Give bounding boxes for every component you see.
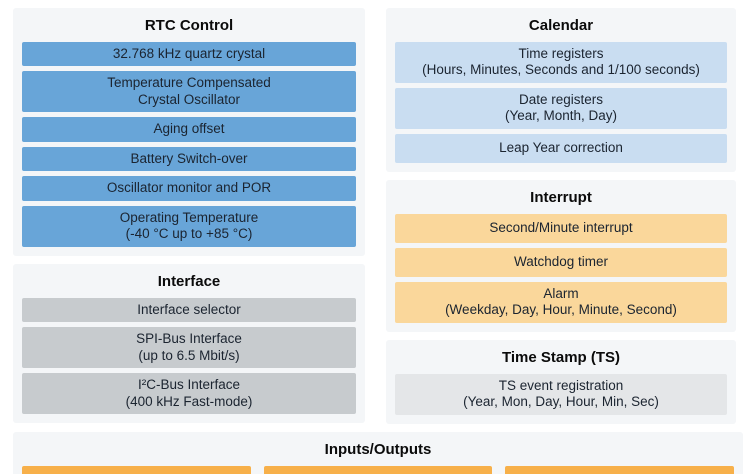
feature-block-alarm: Alarm (Weekday, Day, Hour, Minute, Secon…	[395, 281, 727, 323]
feature-block-clk-output-config: CLK output config	[505, 465, 735, 474]
left-column: RTC Control 32.768 kHz quartz crystal Te…	[13, 8, 365, 424]
interrupt-blocks: Second/Minute interrupt Watchdog timer A…	[395, 213, 727, 323]
section-title-time-stamp: Time Stamp (TS)	[501, 348, 621, 366]
section-interrupt: Interrupt Second/Minute interrupt Watchd…	[386, 179, 736, 332]
feature-block-ts-event-registration: TS event registration (Year, Mon, Day, H…	[395, 373, 727, 415]
section-title-rtc-control: RTC Control	[144, 17, 234, 34]
section-title-interface: Interface	[157, 272, 221, 290]
right-column: Calendar Time registers (Hours, Minutes,…	[386, 8, 736, 424]
feature-block-leap-year-correction: Leap Year correction	[395, 133, 727, 163]
rtc-control-blocks: 32.768 kHz quartz crystal Temperature Co…	[22, 42, 356, 247]
feature-block-watchdog-timer: Watchdog timer	[395, 247, 727, 277]
section-rtc-control: RTC Control 32.768 kHz quartz crystal Te…	[13, 8, 365, 256]
feature-block-interface-selector: Interface selector	[22, 297, 356, 323]
feature-block-tcxo: Temperature Compensated Crystal Oscillat…	[22, 71, 356, 113]
section-inputs-outputs: Inputs/Outputs Interrupt config TS input…	[13, 431, 743, 474]
feature-block-interrupt-config: Interrupt config	[22, 465, 251, 474]
feature-block-battery-switch-over: Battery Switch-over	[22, 146, 356, 172]
feature-block-operating-temperature: Operating Temperature (-40 °C up to +85 …	[22, 205, 356, 247]
feature-block-oscillator-monitor-por: Oscillator monitor and POR	[22, 176, 356, 201]
inputs-outputs-blocks: Interrupt config TS inputs config CLK ou…	[22, 465, 735, 474]
diagram-columns: RTC Control 32.768 kHz quartz crystal Te…	[13, 8, 743, 424]
feature-block-i2c-bus-interface: I²C-Bus Interface (400 kHz Fast-mode)	[22, 373, 356, 415]
feature-block-aging-offset: Aging offset	[22, 117, 356, 142]
feature-block-second-minute-interrupt: Second/Minute interrupt	[395, 213, 727, 243]
time-stamp-blocks: TS event registration (Year, Mon, Day, H…	[395, 373, 727, 415]
section-time-stamp: Time Stamp (TS) TS event registration (Y…	[386, 339, 736, 424]
section-calendar: Calendar Time registers (Hours, Minutes,…	[386, 8, 736, 172]
feature-block-spi-bus-interface: SPI-Bus Interface (up to 6.5 Mbit/s)	[22, 327, 356, 369]
interface-blocks: Interface selector SPI-Bus Interface (up…	[22, 297, 356, 415]
feature-block-ts-inputs-config: TS inputs config	[263, 465, 493, 474]
section-title-interrupt: Interrupt	[530, 188, 592, 206]
feature-block-date-registers: Date registers (Year, Month, Day)	[395, 87, 727, 129]
section-interface: Interface Interface selector SPI-Bus Int…	[13, 263, 365, 424]
feature-block-quartz-crystal: 32.768 kHz quartz crystal	[22, 42, 356, 67]
calendar-blocks: Time registers (Hours, Minutes, Seconds …	[395, 42, 727, 163]
section-title-calendar: Calendar	[528, 17, 594, 34]
feature-block-time-registers: Time registers (Hours, Minutes, Seconds …	[395, 42, 727, 83]
section-title-inputs-outputs: Inputs/Outputs	[324, 440, 432, 458]
